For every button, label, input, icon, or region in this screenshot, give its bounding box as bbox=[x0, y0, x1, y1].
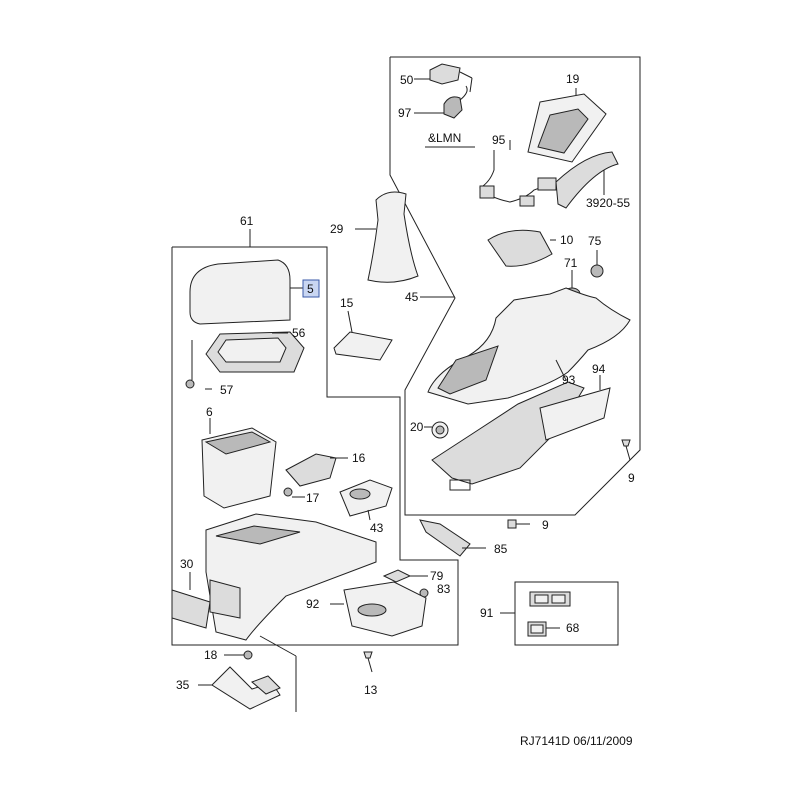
part-13-screw[interactable] bbox=[363, 651, 373, 673]
label-lmn: &LMN bbox=[428, 131, 461, 145]
label-35: 35 bbox=[176, 678, 190, 692]
part-15-pad[interactable] bbox=[333, 310, 393, 361]
label-16: 16 bbox=[352, 451, 366, 465]
part-lower-console[interactable] bbox=[205, 513, 377, 641]
label-93: 93 bbox=[562, 373, 576, 387]
label-95: 95 bbox=[492, 133, 506, 147]
label-29: 29 bbox=[330, 222, 344, 236]
label-79: 79 bbox=[430, 569, 444, 583]
part-45-upper-console[interactable] bbox=[420, 287, 631, 405]
upper-console-group-frame bbox=[389, 56, 641, 516]
part-3920-55-trim-strip[interactable] bbox=[555, 151, 619, 209]
label-97: 97 bbox=[398, 106, 412, 120]
part-94-side-panel[interactable] bbox=[539, 387, 611, 441]
part-29-shift-boot[interactable] bbox=[367, 191, 419, 283]
part-9-screw-upper[interactable] bbox=[621, 439, 631, 461]
part-56-hinge-frame[interactable] bbox=[205, 331, 305, 373]
label-5-highlight[interactable]: 5 bbox=[302, 279, 320, 298]
label-5: 5 bbox=[307, 282, 314, 296]
part-50-connector[interactable] bbox=[429, 63, 473, 93]
part-10-cover-plate[interactable] bbox=[487, 229, 553, 267]
part-85-bracket[interactable] bbox=[419, 519, 486, 557]
label-92: 92 bbox=[306, 597, 320, 611]
label-61: 61 bbox=[240, 214, 254, 228]
part-91-switch[interactable] bbox=[529, 591, 571, 607]
part-97-clip[interactable] bbox=[443, 85, 468, 119]
part-95-harness[interactable] bbox=[479, 150, 557, 207]
label-9-upper: 9 bbox=[628, 471, 635, 485]
label-91: 91 bbox=[480, 606, 494, 620]
label-30: 30 bbox=[180, 557, 194, 571]
label-57: 57 bbox=[220, 383, 234, 397]
label-75: 75 bbox=[588, 234, 602, 248]
label-45: 45 bbox=[405, 290, 419, 304]
part-30-end-cap[interactable] bbox=[171, 589, 211, 629]
leader-lines bbox=[189, 78, 601, 686]
part-5-armrest-lid[interactable] bbox=[189, 259, 303, 325]
label-18: 18 bbox=[204, 648, 218, 662]
armrest-group-frame bbox=[171, 246, 459, 646]
part-18-screw[interactable] bbox=[243, 650, 253, 660]
label-85: 85 bbox=[494, 542, 508, 556]
part-92-tray[interactable] bbox=[343, 581, 427, 637]
label-9-lower: 9 bbox=[542, 518, 549, 532]
drawing-reference: RJ7141D 06/11/2009 bbox=[520, 734, 633, 748]
part-16-bracket[interactable] bbox=[285, 453, 348, 487]
label-6: 6 bbox=[206, 405, 213, 419]
part-9-screw-lower[interactable] bbox=[507, 519, 530, 529]
part-6-storage-cup[interactable] bbox=[201, 427, 277, 509]
label-68: 68 bbox=[566, 621, 580, 635]
part-35-bracket[interactable] bbox=[211, 635, 297, 712]
label-50: 50 bbox=[400, 73, 414, 87]
part-57-screw[interactable] bbox=[185, 340, 195, 389]
part-43-cup-holder[interactable] bbox=[339, 479, 393, 521]
part-68-switch[interactable] bbox=[527, 621, 560, 637]
part-19-shift-bezel[interactable] bbox=[527, 88, 607, 163]
part-75-cap[interactable] bbox=[590, 264, 604, 278]
label-3920-55: 3920-55 bbox=[586, 196, 630, 210]
label-13: 13 bbox=[364, 683, 378, 697]
label-15: 15 bbox=[340, 296, 354, 310]
part-17-screw[interactable] bbox=[283, 487, 293, 497]
label-10: 10 bbox=[560, 233, 574, 247]
label-20: 20 bbox=[410, 420, 424, 434]
part-20-ring[interactable] bbox=[431, 421, 449, 439]
label-71: 71 bbox=[564, 256, 578, 270]
part-79-clip[interactable] bbox=[382, 569, 412, 583]
label-83: 83 bbox=[437, 582, 451, 596]
label-56: 56 bbox=[292, 326, 306, 340]
label-19: 19 bbox=[566, 72, 580, 86]
label-17: 17 bbox=[306, 491, 320, 505]
label-94: 94 bbox=[592, 362, 606, 376]
label-43: 43 bbox=[370, 521, 384, 535]
